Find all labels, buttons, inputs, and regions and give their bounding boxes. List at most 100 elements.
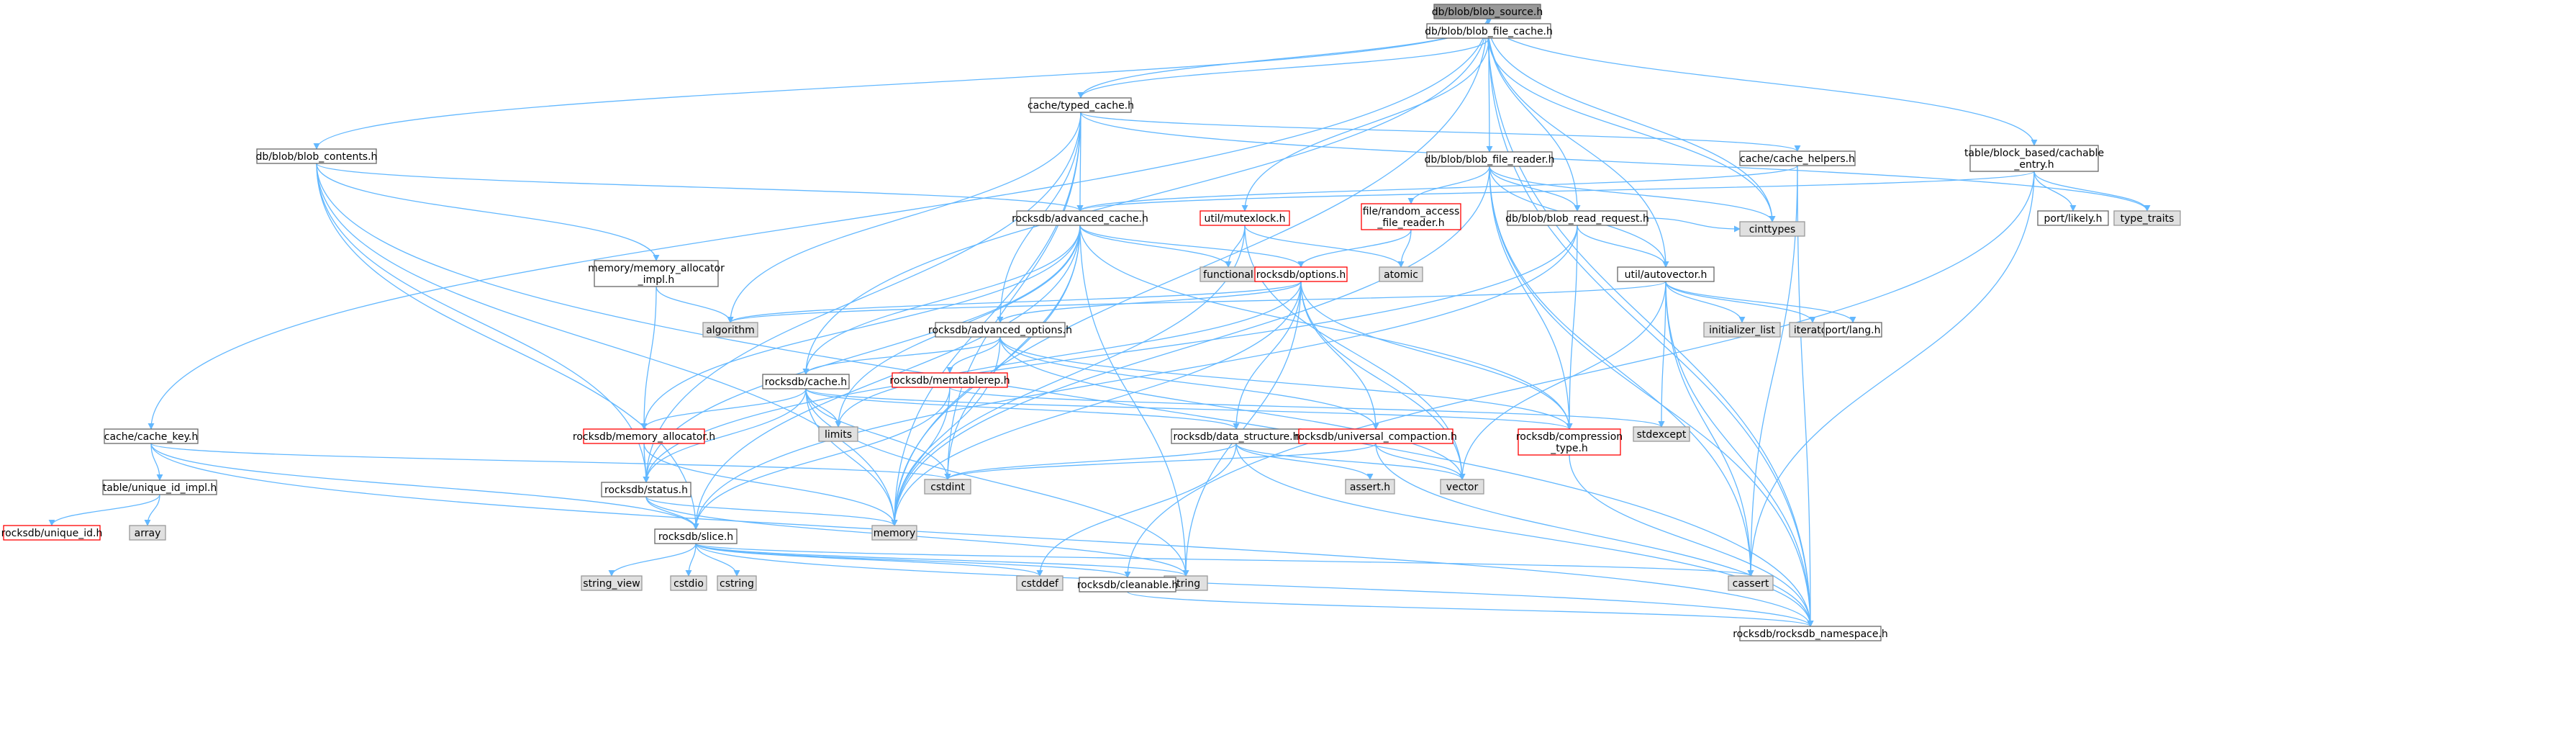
node-random-access[interactable]: file/random_access_file_reader.h	[1361, 203, 1461, 230]
node-vector[interactable]: vector	[1440, 479, 1484, 495]
edge-root-to-cachable-entry	[1487, 18, 2038, 146]
node-memory-allocator-impl[interactable]: memory/memory_allocator_impl.h	[588, 260, 725, 287]
edge-cachable-entry-to-cleanable	[1124, 171, 2035, 578]
node-cstdio[interactable]: cstdio	[670, 575, 707, 591]
node-label: string	[1171, 578, 1200, 590]
node-label: limits	[825, 429, 852, 441]
node-algorithm[interactable]: algorithm	[702, 322, 758, 338]
edge-advanced-options-to-memtablerep	[946, 336, 1001, 374]
node-type-traits[interactable]: type_traits	[2113, 210, 2181, 226]
edge-status-to-memory	[645, 496, 898, 526]
node-cache-helpers[interactable]: cache/cache_helpers.h	[1739, 150, 1856, 166]
edge-autovector-to-vector	[1459, 281, 1666, 480]
edge-cache-h-to-string	[805, 388, 1189, 577]
edge-typed-cache-to-cache-helpers	[1080, 112, 1801, 152]
node-cinttypes[interactable]: cinttypes	[1739, 221, 1805, 237]
node-mutexlock[interactable]: util/mutexlock.h	[1199, 210, 1290, 226]
node-root[interactable]: db/blob/blob_source.h	[1432, 4, 1543, 19]
node-cstdint[interactable]: cstdint	[924, 479, 971, 495]
edge-universal-compaction-to-cstdint	[944, 443, 1377, 480]
node-label: rocksdb/universal_compaction.h	[1294, 431, 1457, 443]
edge-compression-type-to-namespace	[1569, 454, 1814, 627]
edge-slice-to-cleanable	[695, 543, 1131, 578]
edge-typed-cache-to-memory	[891, 112, 1081, 526]
node-namespace[interactable]: rocksdb/rocksdb_namespace.h	[1733, 626, 1888, 641]
node-label: assert.h	[1350, 482, 1390, 493]
node-label: stdexcept	[1637, 429, 1687, 441]
node-port-lang[interactable]: port/lang.h	[1823, 322, 1882, 338]
node-cstddef[interactable]: cstddef	[1016, 575, 1063, 591]
node-memtablerep[interactable]: rocksdb/memtablerep.h	[889, 372, 1010, 388]
node-data-structure[interactable]: rocksdb/data_structure.h	[1171, 428, 1302, 444]
edge-advanced-options-to-vector	[999, 336, 1466, 480]
node-unique-id-impl[interactable]: table/unique_id_impl.h	[102, 479, 217, 495]
edge-blob-read-request-to-autovector	[1577, 225, 1669, 268]
node-cstring[interactable]: cstring	[717, 575, 757, 591]
edge-cache-h-to-status	[643, 388, 807, 483]
node-assert-h[interactable]: assert.h	[1345, 479, 1395, 495]
node-label: table/unique_id_impl.h	[103, 482, 217, 494]
edge-blob-contents-to-memory-allocator-impl	[316, 163, 660, 261]
node-box	[1254, 266, 1348, 282]
node-cache-key[interactable]: cache/cache_key.h	[104, 428, 199, 444]
node-typed-cache[interactable]: cache/typed_cache.h	[1028, 97, 1134, 113]
node-initializer-list[interactable]: initializer_list	[1703, 322, 1781, 338]
edge-root-to-autovector	[1487, 18, 1669, 268]
node-box	[1298, 428, 1453, 444]
node-string-view[interactable]: string_view	[581, 575, 643, 591]
edge-typed-cache-to-type-traits	[1080, 112, 2151, 212]
node-slice[interactable]: rocksdb/slice.h	[654, 528, 738, 544]
node-cachable-entry[interactable]: table/block_based/cachable_entry.h	[1964, 145, 2104, 172]
node-box	[581, 575, 643, 591]
node-memory-allocator[interactable]: rocksdb/memory_allocator.h	[573, 428, 715, 444]
node-unique-id[interactable]: rocksdb/unique_id.h	[1, 525, 103, 541]
node-blob-contents[interactable]: db/blob/blob_contents.h	[256, 148, 378, 164]
node-box	[601, 482, 691, 497]
edge-advanced-options-to-compression-type	[999, 336, 1573, 430]
node-advanced-cache[interactable]: rocksdb/advanced_cache.h	[1012, 210, 1148, 226]
node-functional[interactable]: functional	[1199, 266, 1257, 282]
edge-cachable-entry-to-advanced-cache	[1076, 171, 2035, 212]
node-label: cache/cache_key.h	[104, 431, 198, 443]
node-label: db/blob/blob_file_reader.h	[1425, 154, 1555, 166]
node-autovector[interactable]: util/autovector.h	[1617, 266, 1715, 282]
node-port-likely[interactable]: port/likely.h	[2037, 210, 2109, 226]
node-label: rocksdb/status.h	[604, 485, 688, 496]
node-limits[interactable]: limits	[818, 426, 858, 442]
edge-blob-file-reader-to-random-access	[1407, 166, 1490, 204]
node-cleanable[interactable]: rocksdb/cleanable.h	[1077, 577, 1179, 592]
node-array[interactable]: array	[129, 525, 166, 541]
node-label: initializer_list	[1709, 325, 1775, 336]
node-blob-file-reader[interactable]: db/blob/blob_file_reader.h	[1425, 151, 1555, 167]
node-label: rocksdb/unique_id.h	[1, 528, 103, 539]
node-options[interactable]: rocksdb/options.h	[1254, 266, 1348, 282]
edge-memtablerep-to-slice	[692, 387, 951, 530]
node-universal-compaction[interactable]: rocksdb/universal_compaction.h	[1294, 428, 1457, 444]
node-blob-file-cache[interactable]: db/blob/blob_file_cache.h	[1425, 23, 1553, 39]
node-blob-read-request[interactable]: db/blob/blob_read_request.h	[1505, 210, 1649, 226]
edge-blob-contents-to-slice	[316, 163, 699, 530]
edge-root-to-namespace	[1487, 18, 1814, 627]
node-cache-h[interactable]: rocksdb/cache.h	[762, 374, 850, 389]
node-status[interactable]: rocksdb/status.h	[601, 482, 691, 497]
edge-unique-id-impl-to-unique-id	[48, 494, 160, 526]
edge-typed-cache-to-cstdint	[944, 112, 1081, 480]
node-advanced-options[interactable]: rocksdb/advanced_options.h	[928, 322, 1072, 338]
node-label: cinttypes	[1749, 224, 1796, 235]
node-label: rocksdb/advanced_cache.h	[1012, 213, 1148, 225]
edge-universal-compaction-to-vector	[1375, 443, 1466, 480]
node-box	[654, 528, 738, 544]
edge-blob-read-request-to-slice	[692, 225, 1578, 530]
edge-blob-contents-to-status	[316, 163, 650, 483]
edge-blob-file-reader-to-compression-type	[1489, 166, 1573, 430]
node-cassert[interactable]: cassert	[1728, 575, 1774, 591]
node-atomic[interactable]: atomic	[1379, 266, 1423, 282]
node-stdexcept[interactable]: stdexcept	[1633, 426, 1690, 442]
node-label: cstdint	[930, 482, 965, 493]
node-box	[762, 374, 850, 389]
node-memory[interactable]: memory	[871, 525, 917, 541]
edge-options-to-data-structure	[1233, 281, 1302, 430]
edge-options-to-compression-type	[1300, 281, 1573, 430]
node-compression-type[interactable]: rocksdb/compression_type.h	[1516, 428, 1623, 456]
edge-options-to-memory	[891, 281, 1302, 526]
